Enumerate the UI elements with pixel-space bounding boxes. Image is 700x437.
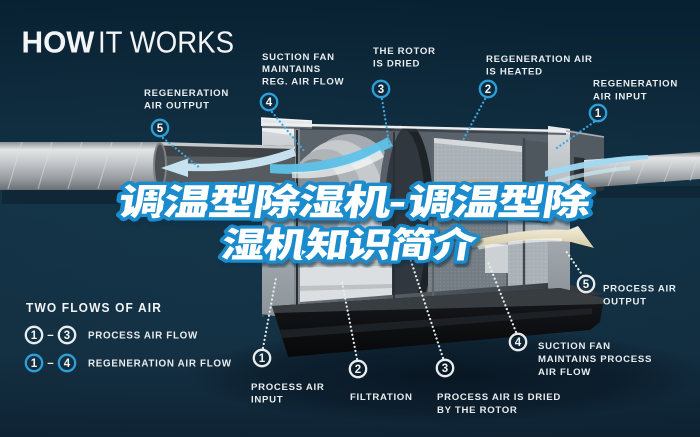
svg-text:REGENERATION: REGENERATION: [593, 79, 678, 90]
svg-text:2: 2: [355, 364, 361, 376]
svg-text:AIR FLOW: AIR FLOW: [538, 367, 591, 378]
svg-text:4: 4: [266, 97, 273, 109]
svg-text:3: 3: [64, 330, 70, 342]
svg-text:PROCESS AIR: PROCESS AIR: [251, 382, 324, 393]
svg-text:TWO FLOWS OF AIR: TWO FLOWS OF AIR: [26, 301, 162, 315]
svg-text:–: –: [47, 330, 54, 342]
svg-text:PROCESS AIR FLOW: PROCESS AIR FLOW: [88, 331, 198, 342]
svg-text:THE ROTOR: THE ROTOR: [373, 46, 436, 57]
svg-text:REG. AIR FLOW: REG. AIR FLOW: [262, 77, 345, 88]
svg-text:1: 1: [259, 353, 266, 365]
svg-text:INPUT: INPUT: [251, 395, 283, 406]
svg-text:3: 3: [378, 84, 384, 96]
svg-text:5: 5: [583, 279, 590, 291]
svg-text:AIR OUTPUT: AIR OUTPUT: [144, 101, 210, 112]
svg-text:MAINTAINS: MAINTAINS: [262, 64, 321, 75]
svg-text:IS HEATED: IS HEATED: [486, 67, 543, 78]
svg-text:REGENERATION: REGENERATION: [144, 88, 229, 99]
svg-text:PROCESS AIR IS DRIED: PROCESS AIR IS DRIED: [437, 392, 561, 403]
svg-text:IT WORKS: IT WORKS: [98, 25, 234, 60]
svg-text:2: 2: [485, 84, 491, 96]
svg-text:4: 4: [64, 358, 71, 370]
svg-text:HOW: HOW: [22, 25, 96, 60]
svg-text:SUCTION FAN: SUCTION FAN: [538, 341, 611, 352]
svg-text:PROCESS AIR: PROCESS AIR: [603, 284, 676, 295]
svg-text:REGENERATION AIR: REGENERATION AIR: [486, 54, 593, 65]
svg-text:BY THE ROTOR: BY THE ROTOR: [437, 405, 518, 416]
svg-text:OUTPUT: OUTPUT: [603, 297, 647, 308]
svg-text:1: 1: [31, 330, 38, 342]
svg-text:4: 4: [515, 337, 522, 349]
svg-text:1: 1: [31, 358, 38, 370]
svg-text:IS DRIED: IS DRIED: [373, 59, 420, 70]
svg-text:3: 3: [442, 363, 448, 375]
svg-text:MAINTAINS PROCESS: MAINTAINS PROCESS: [538, 354, 652, 365]
svg-text:–: –: [47, 358, 54, 370]
svg-text:SUCTION FAN: SUCTION FAN: [262, 52, 335, 63]
svg-text:5: 5: [157, 123, 164, 135]
svg-text:FILTRATION: FILTRATION: [350, 392, 413, 403]
svg-text:1: 1: [595, 108, 602, 120]
svg-text:AIR INPUT: AIR INPUT: [593, 92, 647, 103]
svg-text:REGENERATION AIR FLOW: REGENERATION AIR FLOW: [88, 359, 232, 370]
